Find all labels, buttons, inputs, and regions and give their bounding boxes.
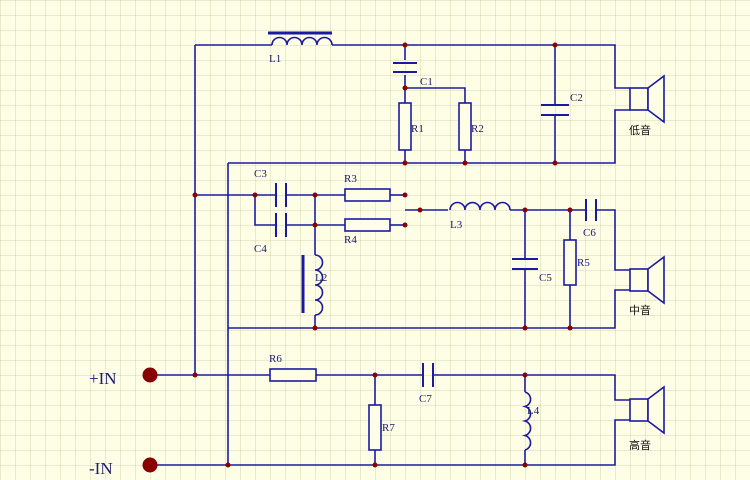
junction-node	[402, 160, 408, 166]
c4-label: C4	[254, 243, 267, 255]
junction-node	[552, 160, 558, 166]
junction-node	[312, 325, 318, 331]
r7-label: R7	[382, 422, 395, 434]
low-return-wire	[228, 109, 630, 164]
junction-node	[402, 192, 408, 198]
speaker-low-label: 低音	[629, 123, 651, 137]
speaker-mid-icon	[629, 255, 665, 305]
c2-label: C2	[570, 92, 583, 104]
c7-label: C7	[419, 393, 432, 405]
resistor-r3	[344, 188, 391, 202]
wires	[150, 44, 630, 466]
plus-in-label: +IN	[89, 369, 117, 388]
junction-node	[462, 160, 468, 166]
plus-in-terminal[interactable]	[142, 367, 158, 383]
junction-node	[417, 207, 423, 213]
c5-label: C5	[539, 272, 552, 284]
labels: +IN -IN L1 C1 R1 R2 C2 C3 R3 C4 R4 L2 L3…	[89, 53, 651, 478]
minus-in-label: -IN	[89, 459, 113, 478]
junction-node	[312, 222, 318, 228]
junction-node	[522, 372, 528, 378]
low-top-wire	[195, 44, 630, 89]
capacitor-c7	[422, 363, 434, 387]
l4-label: L4	[527, 405, 540, 417]
r2-label: R2	[471, 123, 484, 135]
speaker-mid-label: 中音	[629, 303, 651, 317]
l1-label: L1	[269, 53, 281, 65]
c6-label: C6	[583, 227, 596, 239]
speaker-high-label: 高音	[629, 438, 651, 452]
l2-label: L2	[315, 272, 327, 284]
junction-node	[252, 192, 258, 198]
junction-node	[552, 42, 558, 48]
speaker-low-icon	[629, 74, 665, 124]
capacitor-c2	[541, 104, 569, 116]
r5-label: R5	[577, 257, 590, 269]
junction-nodes	[192, 42, 573, 468]
resistor-r7	[368, 404, 382, 451]
inductor-l3	[449, 201, 511, 211]
junction-node	[192, 372, 198, 378]
capacitor-c3	[275, 183, 287, 207]
junction-node	[192, 192, 198, 198]
junction-node	[372, 372, 378, 378]
resistor-r2	[458, 102, 472, 151]
c1-r2-wire	[405, 87, 466, 103]
junction-node	[522, 462, 528, 468]
junction-node	[522, 207, 528, 213]
r4-label: R4	[344, 234, 357, 246]
inductor-l1	[268, 31, 333, 46]
resistor-r6	[269, 368, 317, 382]
junction-node	[567, 207, 573, 213]
mid-return-wire	[228, 289, 630, 329]
c3-label: C3	[254, 168, 267, 180]
capacitor-c4	[275, 213, 287, 237]
junction-node	[372, 462, 378, 468]
speaker-high-icon	[629, 385, 665, 435]
minus-in-terminal[interactable]	[142, 457, 158, 473]
l3-label: L3	[450, 219, 463, 231]
l1-coil	[271, 36, 333, 46]
resistor-r1	[398, 102, 412, 151]
inductor-l4	[521, 391, 532, 451]
capacitor-c1	[393, 62, 417, 73]
junction-node	[567, 325, 573, 331]
inductor-l2	[301, 254, 324, 316]
c1-label: C1	[420, 76, 433, 88]
r6-label: R6	[269, 353, 282, 365]
junction-node	[402, 85, 408, 91]
junction-node	[225, 462, 231, 468]
junction-node	[312, 192, 318, 198]
junction-node	[522, 325, 528, 331]
resistor-r4	[344, 218, 391, 232]
junction-node	[402, 42, 408, 48]
r1-label: R1	[411, 123, 424, 135]
high-return-wire	[150, 419, 630, 466]
junction-node	[402, 222, 408, 228]
capacitor-c6	[585, 199, 597, 221]
capacitor-c5	[512, 258, 538, 270]
l2-coil	[314, 254, 324, 316]
resistor-r5	[563, 239, 577, 286]
r3-label: R3	[344, 173, 357, 185]
